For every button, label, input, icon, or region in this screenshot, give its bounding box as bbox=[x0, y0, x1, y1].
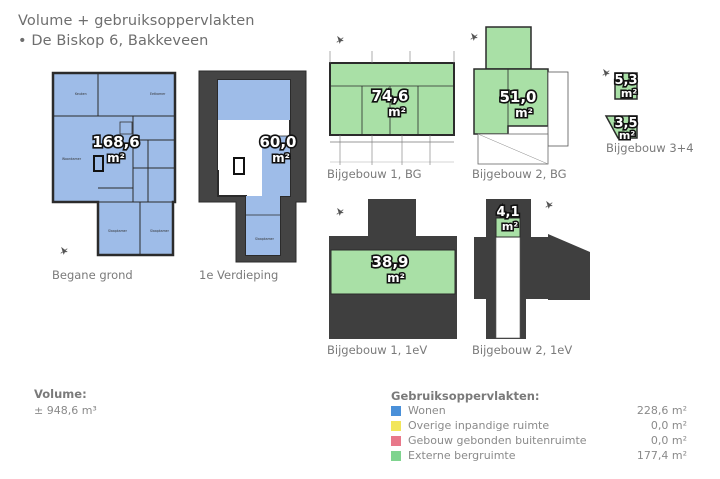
plan-begane-grond: Keuken Eetkamer Woonkamer Slaapkamer Sla… bbox=[51, 71, 177, 257]
area-bijgebouw2-1ev-unit: m² bbox=[502, 220, 518, 233]
legend-value: 177,4 m² bbox=[636, 449, 687, 462]
plan-bijgebouw2-bg: 51,0 m² bbox=[470, 26, 569, 165]
label-bijgebouw1-bg: Bijgebouw 1, BG bbox=[327, 167, 422, 181]
svg-text:Slaapkamer: Slaapkamer bbox=[150, 229, 170, 233]
area-bijgebouw1-bg-value: 74,6 bbox=[371, 87, 408, 105]
legend-value: 0,0 m² bbox=[650, 419, 687, 432]
area-bijgebouw4-unit: m² bbox=[619, 129, 635, 142]
area-verdieping-value: 60,0 bbox=[259, 133, 296, 151]
label-bijgebouw2-1ev: Bijgebouw 2, 1eV bbox=[472, 343, 573, 357]
area-bijgebouw4-value: 3,5 bbox=[614, 116, 637, 131]
page-subtitle: • De Biskop 6, Bakkeveen bbox=[18, 33, 209, 49]
area-bijgebouw3-value: 5,3 bbox=[614, 73, 637, 88]
legend-label: Gebouw gebonden buitenruimte bbox=[408, 434, 587, 447]
legend-item: Gebouw gebonden buitenruimte 0,0 m² bbox=[391, 434, 687, 448]
area-bijgebouw2-1ev-value: 4,1 bbox=[496, 205, 519, 220]
svg-text:Keuken: Keuken bbox=[75, 92, 87, 96]
plan-bijgebouw1-bg: 74,6 m² bbox=[329, 35, 455, 165]
north-arrow-icon bbox=[60, 246, 68, 255]
area-bijgebouw3-unit: m² bbox=[621, 87, 637, 100]
legend-swatch-bergruimte bbox=[391, 451, 401, 461]
north-arrow-icon bbox=[602, 68, 610, 77]
label-bijgebouw34: Bijgebouw 3+4 bbox=[606, 141, 694, 155]
plan-bijgebouw2-1ev: 4,1 m² bbox=[474, 199, 590, 339]
area-bijgebouw2-bg-unit: m² bbox=[515, 106, 533, 120]
svg-text:Eetkamer: Eetkamer bbox=[150, 92, 166, 96]
label-begane-grond: Begane grond bbox=[52, 268, 133, 282]
area-begane-grond-value: 168,6 bbox=[92, 133, 139, 151]
area-bijgebouw1-bg-unit: m² bbox=[388, 105, 406, 119]
area-bijgebouw2-bg-value: 51,0 bbox=[499, 88, 536, 106]
legend-item: Overige inpandige ruimte 0,0 m² bbox=[391, 419, 687, 433]
area-verdieping-unit: m² bbox=[272, 151, 290, 165]
legend-swatch-buitenruimte bbox=[391, 436, 401, 446]
legend-label: Wonen bbox=[408, 404, 446, 417]
north-arrow-icon bbox=[336, 35, 344, 44]
legend-value: 228,6 m² bbox=[636, 404, 687, 417]
svg-text:Slaapkamer: Slaapkamer bbox=[255, 237, 275, 241]
plan-bijgebouw1-1ev: 38,9 m² bbox=[329, 199, 457, 339]
plan-1e-verdieping: Slaapkamer 60,0 m² bbox=[198, 70, 307, 263]
label-bijgebouw1-1ev: Bijgebouw 1, 1eV bbox=[327, 343, 428, 357]
legend-heading: Gebruiksoppervlakten: bbox=[391, 389, 540, 403]
volume-heading: Volume: bbox=[34, 387, 87, 401]
north-arrow-icon bbox=[545, 200, 553, 209]
area-begane-grond-unit: m² bbox=[107, 151, 125, 165]
page-title: Volume + gebruiksoppervlakten bbox=[18, 13, 255, 29]
label-1e-verdieping: 1e Verdieping bbox=[199, 268, 279, 282]
legend-value: 0,0 m² bbox=[650, 434, 687, 447]
legend-label: Externe bergruimte bbox=[408, 449, 516, 462]
area-bijgebouw1-1ev-value: 38,9 bbox=[371, 253, 408, 271]
legend-swatch-wonen bbox=[391, 406, 401, 416]
area-bijgebouw1-1ev-unit: m² bbox=[387, 271, 405, 285]
legend-item: Wonen 228,6 m² bbox=[391, 404, 687, 418]
volume-value: ± 948,6 m³ bbox=[34, 404, 97, 417]
svg-text:Woonkamer: Woonkamer bbox=[62, 157, 82, 161]
label-bijgebouw2-bg: Bijgebouw 2, BG bbox=[472, 167, 567, 181]
svg-text:Slaapkamer: Slaapkamer bbox=[108, 229, 128, 233]
plan-bijgebouw34: 5,3 m² 3,5 m² bbox=[602, 68, 639, 144]
north-arrow-icon bbox=[470, 32, 478, 41]
north-arrow-icon bbox=[336, 207, 344, 216]
legend-swatch-overige bbox=[391, 421, 401, 431]
legend-item: Externe bergruimte 177,4 m² bbox=[391, 449, 687, 463]
legend-label: Overige inpandige ruimte bbox=[408, 419, 550, 432]
